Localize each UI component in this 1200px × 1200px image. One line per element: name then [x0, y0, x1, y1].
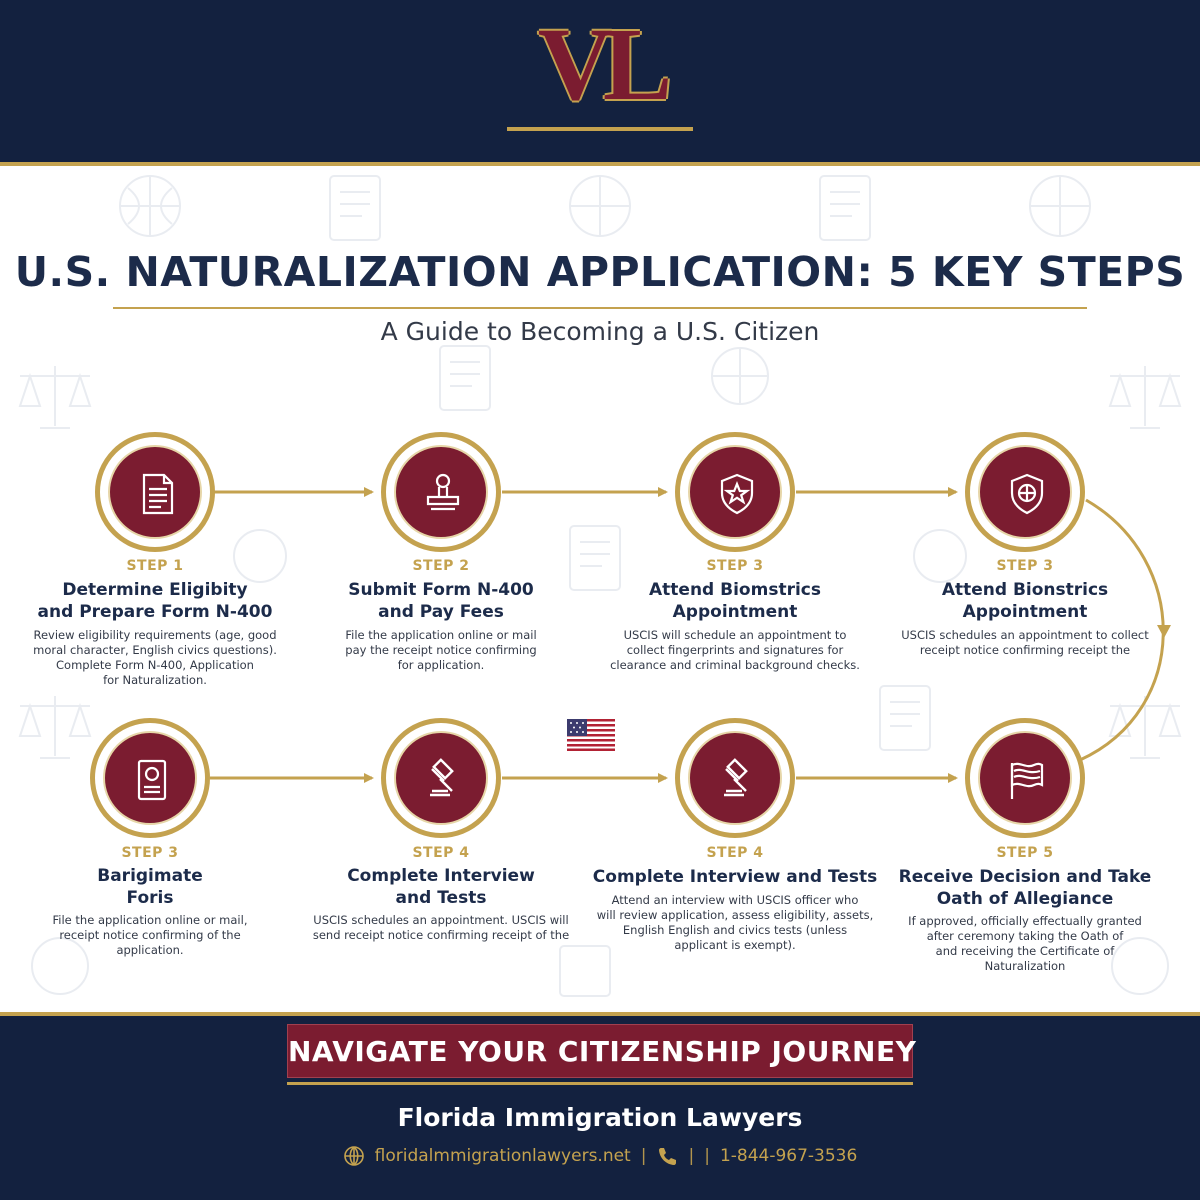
title-gold-rule [113, 307, 1087, 309]
divider: | [640, 1146, 647, 1166]
divider: | [688, 1146, 695, 1166]
divider: | [704, 1146, 710, 1166]
step-label: STEP 1 [126, 558, 184, 574]
phone-number[interactable]: 1-844-967-3536 [719, 1146, 858, 1166]
step-description: USCIS schedules an appointment. USCIS wi… [312, 913, 570, 942]
watermark-pattern [18, 175, 1182, 997]
firm-name: Florida Immigration Lawyers [397, 1103, 803, 1132]
step-4-icon-circle [965, 432, 1085, 552]
passport-icon [137, 759, 167, 801]
page-subtitle: A Guide to Becoming a U.S. Citizen [380, 317, 820, 346]
contact-row: floridalmmigrationlawyers.net | | | 1-84… [0, 1143, 1200, 1169]
step-label: STEP 3 [121, 845, 179, 861]
step-1-icon-circle [95, 432, 215, 552]
website-link[interactable]: floridalmmigrationlawyers.net [374, 1146, 631, 1166]
step-2-icon-circle [381, 432, 501, 552]
badge-star-icon [720, 473, 754, 515]
step-label: STEP 3 [996, 558, 1054, 574]
firm-logo: VL [537, 7, 672, 122]
badge-globe-icon [1010, 473, 1044, 515]
step-label: STEP 3 [706, 558, 764, 574]
step-5-icon-circle [90, 718, 210, 838]
header-gold-rule [0, 162, 1200, 166]
globe-icon [343, 1146, 364, 1166]
step-label: STEP 4 [412, 845, 470, 861]
step-8-icon-circle [965, 718, 1085, 838]
step-description: If approved, officially effectually gran… [908, 914, 1142, 973]
gavel-icon [430, 758, 454, 797]
footer-gold-rule [0, 1012, 1200, 1016]
step-description: Attend an interview with USCIS officer w… [596, 893, 874, 952]
flag-icon [1010, 762, 1044, 799]
phone-icon [659, 1148, 677, 1165]
step-label: STEP 2 [412, 558, 470, 574]
banner-gold-rule [287, 1082, 913, 1085]
cta-banner: NAVIGATE YOUR CITIZENSHIP JOURNEY [287, 1024, 916, 1078]
us-flag-icon [567, 719, 615, 751]
step-title: Complete Interview and Tests [592, 867, 878, 887]
header-band [0, 0, 1200, 162]
gavel-icon [724, 758, 748, 797]
step-3-icon-circle [675, 432, 795, 552]
document-icon [142, 473, 174, 515]
step-label: STEP 4 [706, 845, 764, 861]
page-title: U.S. NATURALIZATION APPLICATION: 5 KEY S… [14, 248, 1186, 296]
logo-underline [507, 127, 693, 131]
step-description: Review eligibility requirements (age, go… [33, 628, 277, 687]
stamp-icon [426, 473, 460, 511]
step-description: File the application online or mail,rece… [52, 913, 248, 957]
step-7-icon-circle [675, 718, 795, 838]
step-description: USCIS schedules an appointment to collec… [901, 628, 1149, 657]
step-6-icon-circle [381, 718, 501, 838]
step-label: STEP 5 [996, 845, 1054, 861]
